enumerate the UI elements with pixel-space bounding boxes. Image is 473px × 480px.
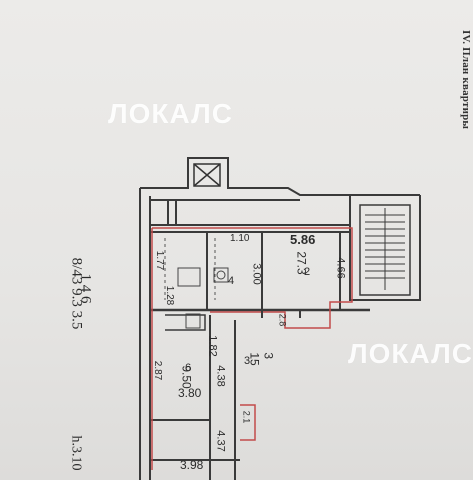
dim-balcony: 2.1 xyxy=(241,410,252,424)
dim-437: 4.37 xyxy=(214,430,227,452)
dim-128: 1.28 xyxy=(164,285,176,306)
dim-mid-300: 3.00 xyxy=(250,263,263,285)
dim-top-right: 5.86 xyxy=(290,232,316,247)
watermark-right: ЛОКАЛС xyxy=(348,338,473,369)
room-number-4: 4 xyxy=(228,275,235,287)
dim-corr-182: 1.82 xyxy=(206,335,219,357)
room-number-6: 6 xyxy=(185,362,192,374)
dim-top-left: 1.10 xyxy=(230,233,250,244)
dim-398: 3.98 xyxy=(180,458,204,472)
document-title: IV. План квартиры xyxy=(460,30,472,130)
dim-side-466: 4.66 xyxy=(334,257,347,279)
watermark-top: ЛОКАЛС xyxy=(108,98,233,129)
dim-small-28: 2.8 xyxy=(277,313,288,327)
note-fraction: 3 15 xyxy=(247,352,276,366)
dim-380: 3.80 xyxy=(178,386,202,400)
dim-287: 2.87 xyxy=(152,360,164,381)
room-number-3: 3 xyxy=(244,355,251,367)
dim-side-177: 1.77 xyxy=(154,250,166,271)
room-number-2: 2 xyxy=(304,266,311,278)
dim-438: 4.38 xyxy=(214,365,227,387)
note-line-2: 8/43 9.3 3.5 xyxy=(68,257,85,330)
note-bottom: h.3.10 xyxy=(68,435,84,471)
